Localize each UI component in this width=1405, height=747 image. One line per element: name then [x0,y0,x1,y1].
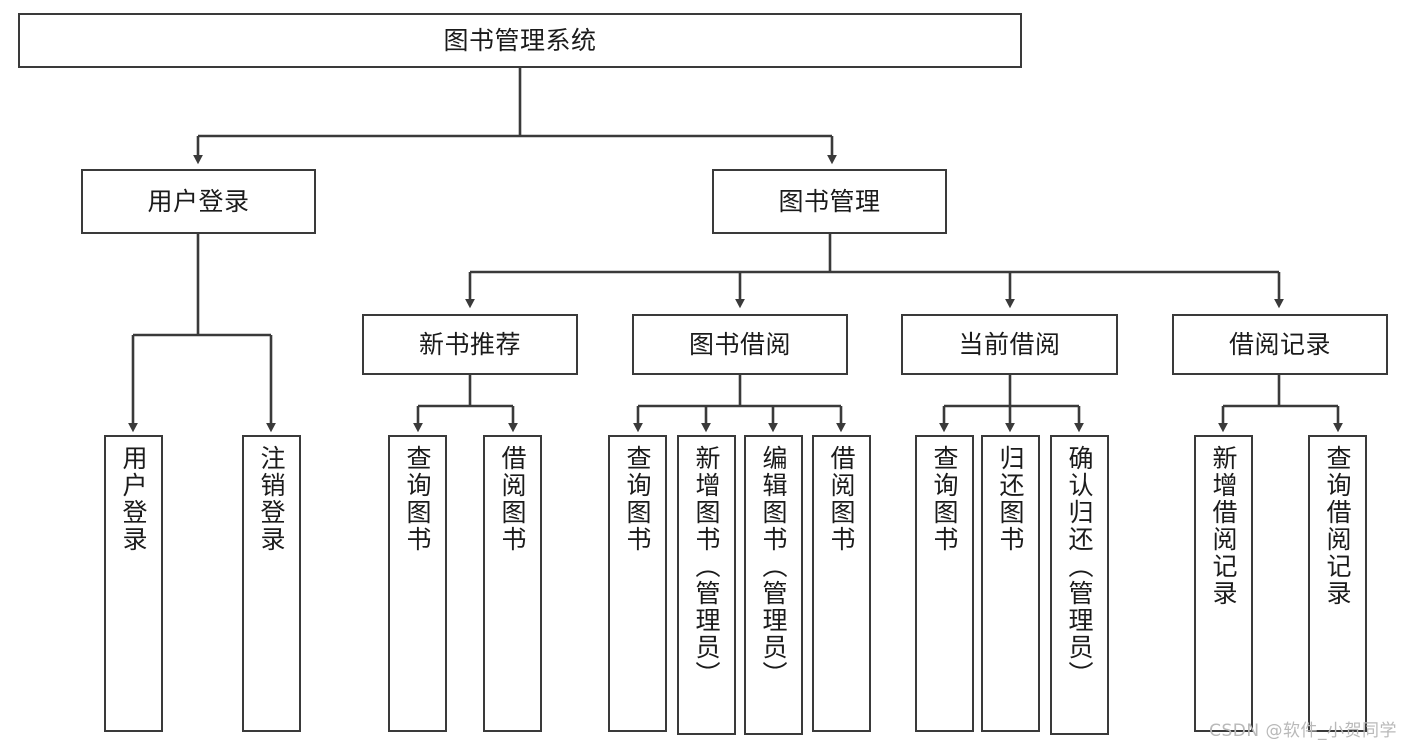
node-leaf-query-book-2[interactable]: 查询图书 [608,435,667,732]
node-label: 查询借阅记录 [1323,445,1352,607]
node-label: 查询图书 [623,445,652,553]
node-label: 当前借阅 [958,330,1061,359]
node-root-system[interactable]: 图书管理系统 [18,13,1022,68]
node-leaf-confirm-return[interactable]: 确认归还（管理员） [1050,435,1109,735]
node-label: 编辑图书（管理员） [759,445,788,688]
node-book-borrow[interactable]: 图书借阅 [632,314,848,375]
node-label: 新增图书（管理员） [692,445,721,688]
node-book-manage[interactable]: 图书管理 [712,169,947,234]
node-label: 图书管理系统 [443,26,597,55]
node-leaf-borrow-book-2[interactable]: 借阅图书 [812,435,871,732]
node-leaf-user-login[interactable]: 用户登录 [104,435,163,732]
node-label: 查询图书 [403,445,432,553]
node-leaf-query-record[interactable]: 查询借阅记录 [1308,435,1367,732]
node-leaf-user-logout[interactable]: 注销登录 [242,435,301,732]
node-leaf-add-book[interactable]: 新增图书（管理员） [677,435,736,735]
node-label: 确认归还（管理员） [1065,445,1094,688]
node-leaf-edit-book[interactable]: 编辑图书（管理员） [744,435,803,735]
node-label: 查询图书 [930,445,959,553]
node-label: 注销登录 [257,445,286,553]
node-label: 新书推荐 [418,330,521,359]
node-label: 图书管理 [778,187,881,216]
node-label: 用户登录 [119,445,148,553]
node-leaf-query-book-3[interactable]: 查询图书 [915,435,974,732]
node-borrow-record[interactable]: 借阅记录 [1172,314,1388,375]
node-label: 新增借阅记录 [1209,445,1238,607]
node-label: 用户登录 [147,187,250,216]
node-leaf-query-book-1[interactable]: 查询图书 [388,435,447,732]
node-user-login[interactable]: 用户登录 [81,169,316,234]
node-leaf-add-record[interactable]: 新增借阅记录 [1194,435,1253,732]
node-new-book-rec[interactable]: 新书推荐 [362,314,578,375]
node-label: 归还图书 [996,445,1025,553]
node-label: 借阅图书 [827,445,856,553]
node-current-borrow[interactable]: 当前借阅 [901,314,1118,375]
node-label: 借阅图书 [498,445,527,553]
node-leaf-return-book[interactable]: 归还图书 [981,435,1040,732]
node-label: 借阅记录 [1228,330,1331,359]
node-label: 图书借阅 [688,330,791,359]
node-leaf-borrow-book-1[interactable]: 借阅图书 [483,435,542,732]
watermark-text: CSDN @软件_小贺同学 [1209,721,1397,741]
